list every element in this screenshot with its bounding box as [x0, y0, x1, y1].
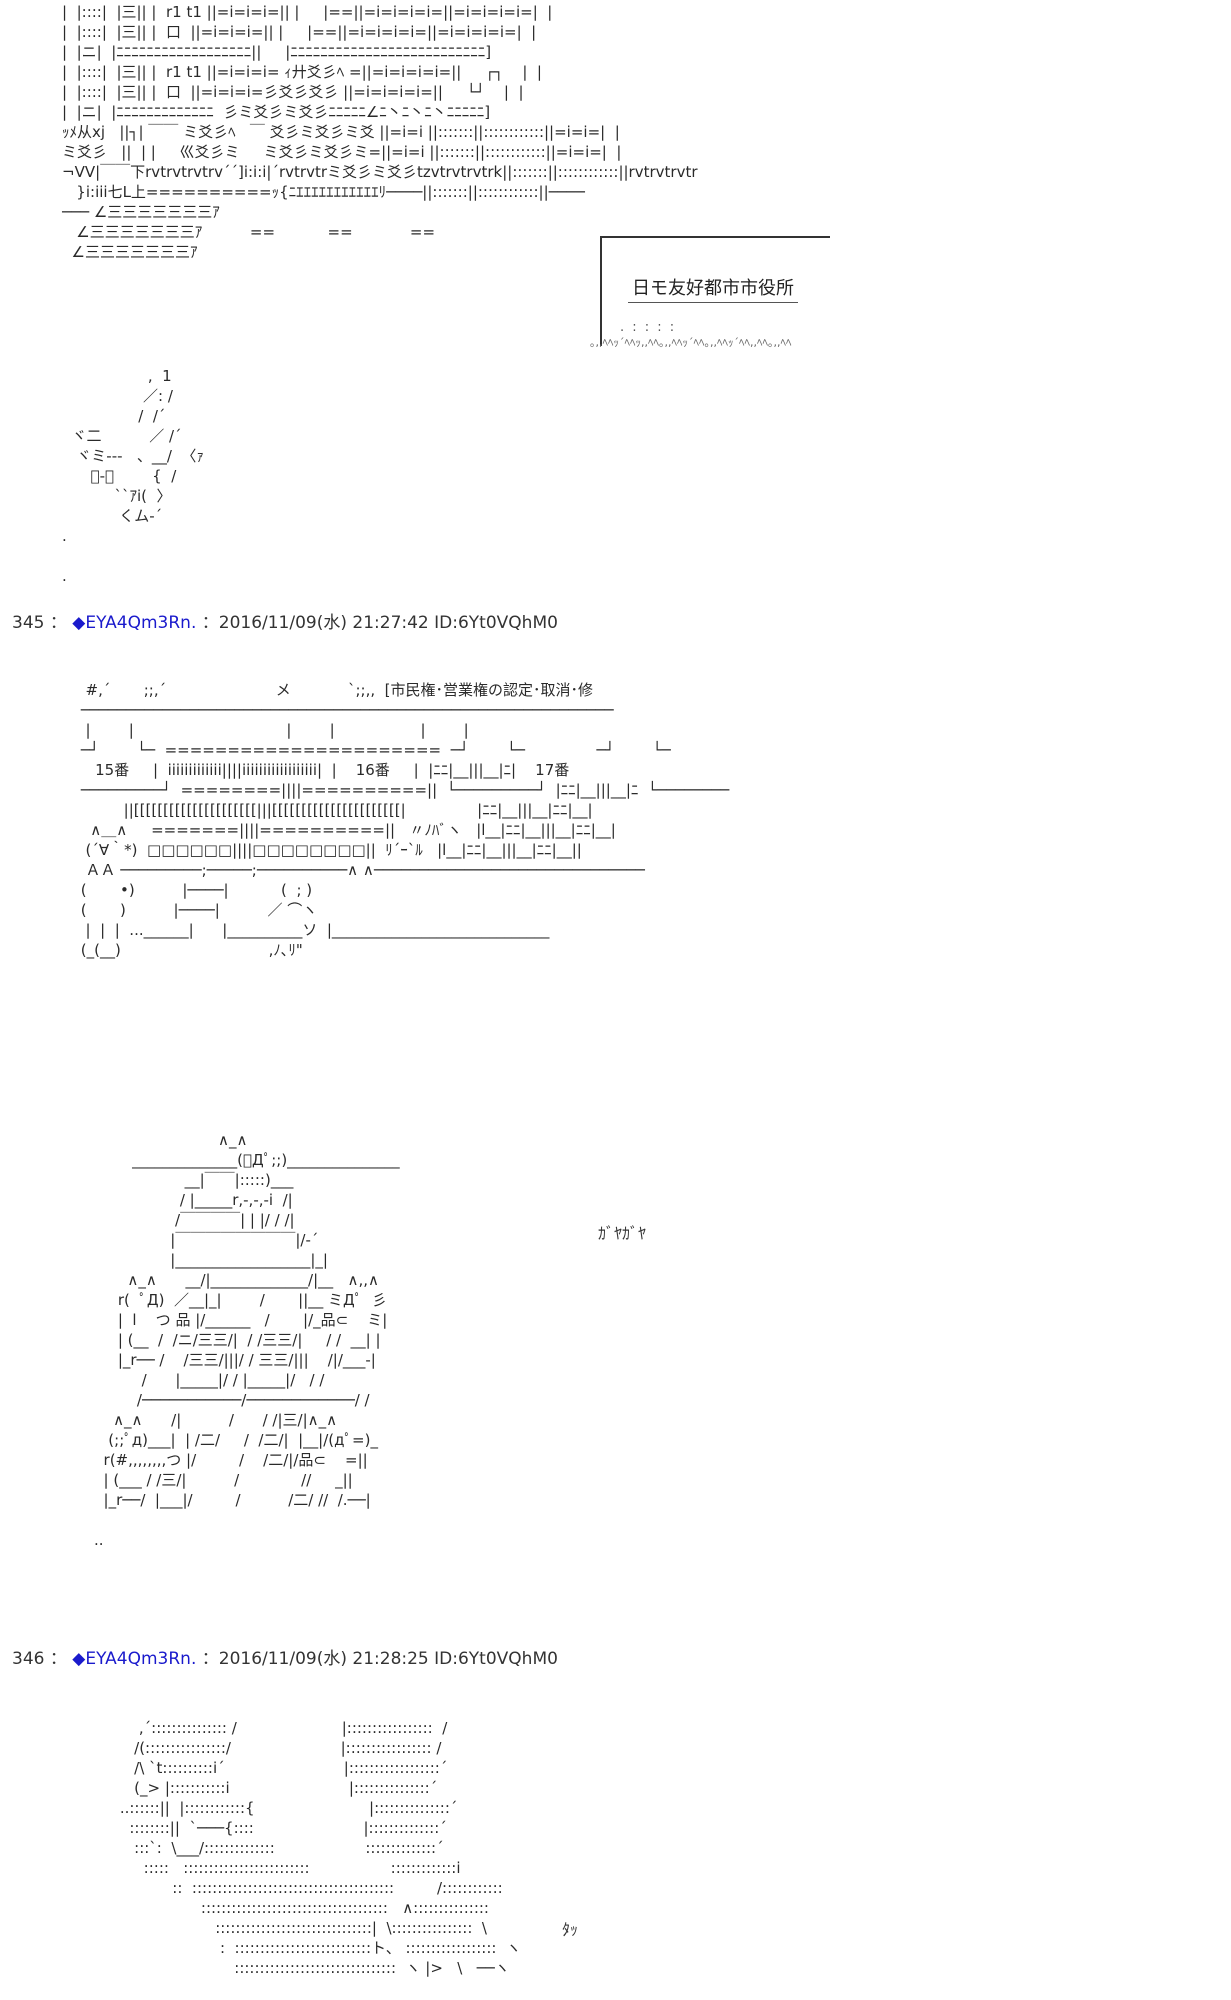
- signboard-bar: [600, 236, 830, 238]
- post-meta: ：2016/11/09(水) 21:27:42 ID:6Yt0VQhM0: [201, 613, 558, 633]
- post-separator: ：: [44, 1649, 67, 1669]
- post-separator: ：: [44, 613, 67, 633]
- bird-ascii-art: , 1 ／: / / /´ ヾ二 ／ /´ ヾミ--- 、__/ 〈ｧ ﾞ-､ …: [62, 367, 204, 585]
- post-header-346: 346 ： ◆EYA4Qm3Rn. ：2016/11/09(水) 21:28:2…: [12, 1648, 558, 1670]
- signboard-label: 日モ友好都市市役所: [628, 274, 798, 303]
- city-hall-signboard: 日モ友好都市市役所 . : : : : ｡,,ﾍﾍｯ´ﾍﾍｯ,,ﾍﾍ｡,,ﾍﾍｯ…: [590, 236, 830, 349]
- post-number[interactable]: 346: [12, 1649, 45, 1669]
- post-number[interactable]: 345: [12, 613, 45, 633]
- city-street-ascii-art: | |::::| |三|| | r1 t1 ||=i=i=i=|| | |==|…: [62, 3, 698, 261]
- post-meta: ：2016/11/09(水) 21:28:25 ID:6Yt0VQhM0: [201, 1649, 558, 1669]
- crowd-ascii-art: ∧_∧ ______________(ﾟДﾟ;;)_______________…: [94, 1131, 400, 1549]
- poster-name[interactable]: EYA4Qm3Rn.: [85, 613, 197, 633]
- diamond-icon: ◆: [72, 1649, 86, 1669]
- signboard-post: [600, 236, 602, 346]
- signboard-ground: ｡,,ﾍﾍｯ´ﾍﾍｯ,,ﾍﾍ｡,,ﾍﾍｯ´ﾍﾍ｡,,ﾍﾍｯ´ﾍﾍ,,ﾍﾍ｡,,ﾍ…: [590, 336, 792, 349]
- poster-name[interactable]: EYA4Qm3Rn.: [85, 1649, 197, 1669]
- caption-gayagaya: ｶﾞﾔｶﾞﾔ: [598, 1224, 647, 1243]
- diamond-icon: ◆: [72, 613, 86, 633]
- signboard-dots: . : : : :: [620, 320, 677, 335]
- caption-ta: ﾀｯ: [562, 1920, 579, 1939]
- post-header-345: 345 ： ◆EYA4Qm3Rn. ：2016/11/09(水) 21:27:4…: [12, 612, 558, 634]
- registration-booths-ascii-art: #,´ ;;,´ メ `;;,, [市民権･営業権の認定･取消･修 ──────…: [80, 681, 730, 959]
- alley-ascii-art: ,´::::::::::::::: / |::::::::::::::::: /…: [119, 1719, 521, 1977]
